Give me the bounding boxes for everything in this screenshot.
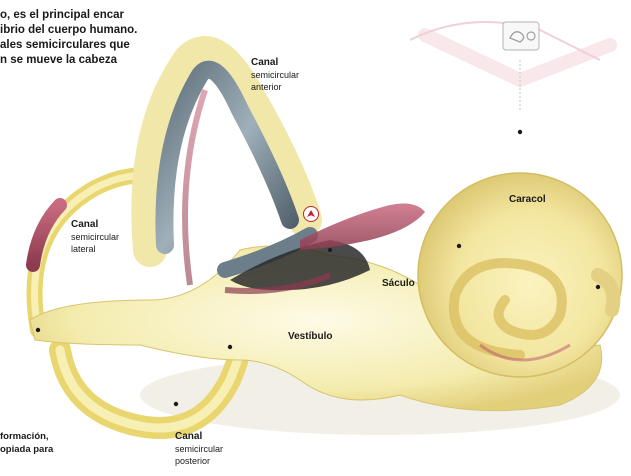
label-line: Canal bbox=[71, 219, 119, 231]
label-caracol: Caracol bbox=[509, 194, 546, 206]
label-vestibulo: Vestíbulo bbox=[288, 331, 332, 343]
label-line: posterior bbox=[175, 455, 223, 467]
footer-note: formación, opiada para bbox=[0, 430, 53, 456]
label-line: semicircular bbox=[251, 69, 299, 81]
label-line: lateral bbox=[71, 243, 119, 255]
label-line: anterior bbox=[251, 81, 299, 93]
label-posterior-canal: Canal semicircular posterior bbox=[175, 431, 223, 467]
intro-line: ibrio del cuerpo humano. bbox=[0, 23, 170, 38]
label-line: Canal bbox=[175, 431, 223, 443]
label-saculo: Sáculo bbox=[382, 278, 415, 290]
label-line: semicircular bbox=[175, 443, 223, 455]
label-line: Canal bbox=[251, 57, 299, 69]
intro-line: n se mueve la cabeza bbox=[0, 53, 170, 68]
label-lateral-canal: Canal semicircular lateral bbox=[71, 219, 119, 255]
direction-badge bbox=[303, 206, 319, 222]
intro-paragraph: o, es el principal encar ibrio del cuerp… bbox=[0, 8, 170, 68]
footer-line: formación, bbox=[0, 430, 53, 443]
label-anterior-canal: Canal semicircular anterior bbox=[251, 57, 299, 93]
head-orientation-thumbnail bbox=[410, 22, 610, 110]
up-arrow-icon bbox=[306, 209, 316, 219]
footer-line: opiada para bbox=[0, 443, 53, 456]
intro-line: ales semicirculares que bbox=[0, 38, 170, 53]
label-line: semicircular bbox=[71, 231, 119, 243]
intro-line: o, es el principal encar bbox=[0, 8, 170, 23]
